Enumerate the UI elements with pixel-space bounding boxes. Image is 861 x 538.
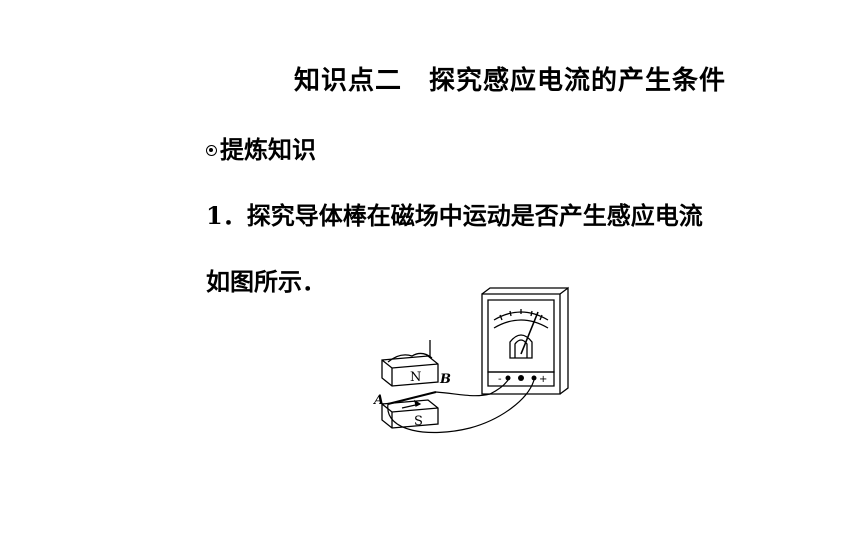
section-heading: 提炼知识 [206, 130, 316, 165]
rod-end-b-label: B [439, 372, 451, 387]
item-1-text: 探究导体棒在磁场中运动是否产生感应电流 [246, 201, 703, 230]
circled-dot-icon [206, 145, 217, 156]
item-1-continuation: 如图所示． [206, 267, 326, 296]
rod-motion-arrow [401, 399, 422, 409]
section-heading-label: 提炼知识 [220, 135, 316, 164]
page-title: 知识点二 探究感应电流的产生条件 [294, 66, 727, 96]
pole-south-label: S [414, 414, 423, 429]
terminal-plus-knob [531, 375, 537, 381]
rod-end-a-label: A [372, 393, 384, 408]
pole-north-label: N [410, 370, 421, 385]
terminal-minus-label: - [498, 374, 502, 385]
terminal-plus-label: + [539, 374, 547, 385]
conductor-rod [387, 391, 437, 405]
item-1-number: 1． [206, 201, 247, 230]
galvanometer [481, 286, 569, 395]
wire-a-to-plus [387, 379, 535, 434]
terminal-center-knob [518, 375, 524, 381]
wire-b-to-minus [435, 379, 509, 397]
experiment-figure: - + N S A B [372, 286, 569, 434]
magnet-south-block [381, 399, 439, 429]
magnet-north-block [381, 340, 439, 387]
item-1-line: 1．探究导体棒在磁场中运动是否产生感应电流 [206, 196, 703, 231]
terminal-minus-knob [505, 375, 511, 381]
